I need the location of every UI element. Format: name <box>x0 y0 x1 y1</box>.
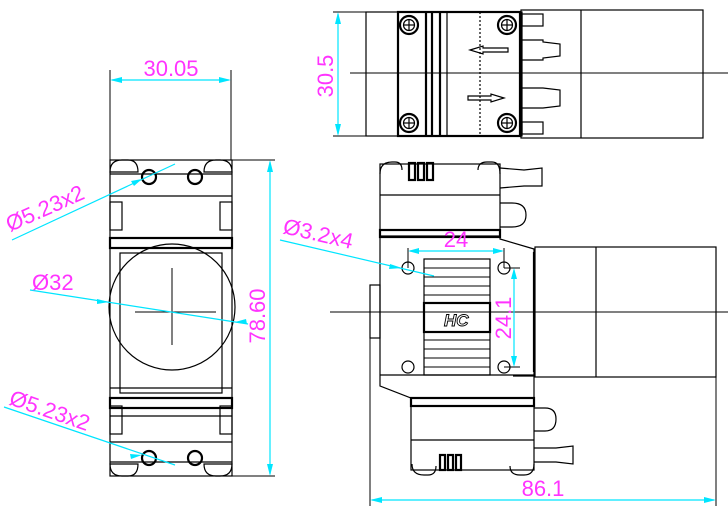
dimension-hole-spacing-v: 24.1 <box>491 297 516 340</box>
leader-top-holes <box>11 163 176 241</box>
side-view-bottom-block <box>410 405 535 471</box>
mount-hole <box>140 168 158 186</box>
bulb-port <box>534 407 557 432</box>
top-view-pump-head <box>396 10 522 138</box>
mount-hole <box>186 449 204 467</box>
front-view: 30.05 78.60 Ø5.23x2 Ø5.23x2 Ø32 <box>2 56 275 477</box>
side-view: HC 24 24.1 86.1 <box>279 161 728 506</box>
front-view-body <box>109 159 233 477</box>
leader-head-diameter <box>29 289 249 325</box>
mount-hole <box>401 360 415 374</box>
outlet-nozzle <box>499 167 543 189</box>
top-view: 30.5 <box>313 9 728 139</box>
dimension-hole-spacing-h: 24 <box>444 227 468 252</box>
screw-icon <box>496 112 518 134</box>
inlet-nozzle <box>520 87 561 109</box>
label-mount-holes: Ø3.2x4 <box>281 214 356 254</box>
outlet-nozzle <box>520 39 561 61</box>
dimension-overall-length: 86.1 <box>522 476 565 501</box>
leader-mount-holes <box>279 239 435 277</box>
side-view-top-block <box>379 163 501 237</box>
inlet-nozzle <box>534 445 574 465</box>
label-bottom-holes: Ø5.23x2 <box>6 385 93 436</box>
screw-icon <box>398 112 420 134</box>
dimension-height-top: 30.5 <box>313 55 338 98</box>
dimension-height-front: 78.60 <box>245 288 270 343</box>
flow-arrow-right-icon <box>467 93 507 103</box>
screw-icon <box>496 14 518 36</box>
top-view-motor <box>520 9 704 139</box>
mount-hole <box>186 168 204 186</box>
flow-arrow-left-icon <box>467 45 509 55</box>
brand-logo: HC <box>444 311 469 330</box>
bulb-port <box>500 202 527 228</box>
screw-icon <box>398 14 420 36</box>
side-view-body <box>379 236 535 399</box>
logo-plate <box>422 301 492 334</box>
label-head-diameter: Ø32 <box>32 270 74 295</box>
pump-head-circle <box>108 243 236 371</box>
leader-bottom-holes <box>3 406 176 466</box>
dimension-width-front: 30.05 <box>143 56 198 81</box>
label-top-holes: Ø5.23x2 <box>2 180 88 237</box>
